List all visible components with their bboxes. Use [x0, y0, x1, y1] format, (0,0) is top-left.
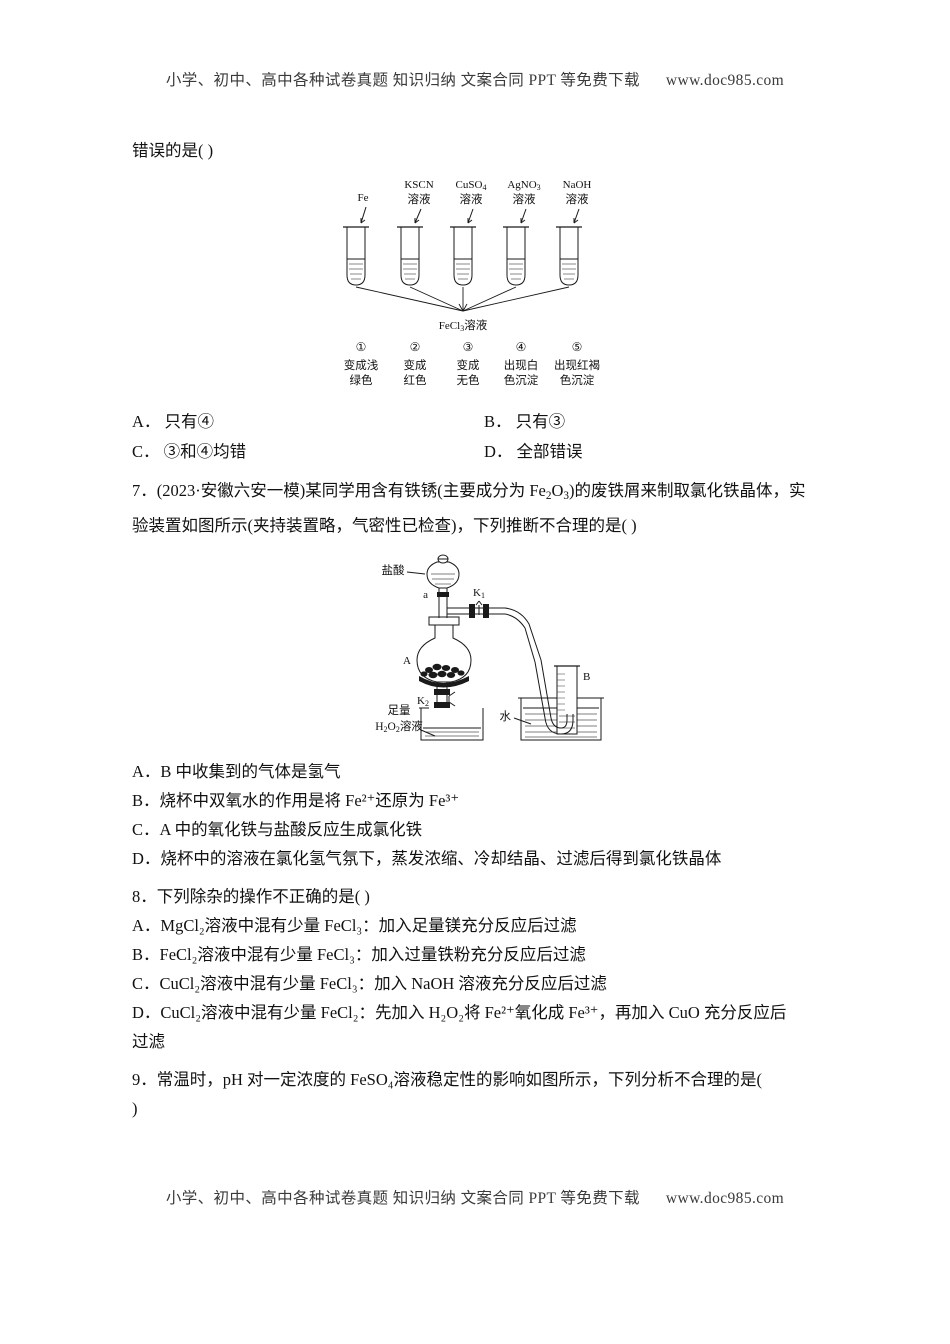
q6-option-c[interactable]: C． ③和④均错 — [132, 442, 247, 461]
footer-url: www.doc985.com — [665, 1190, 785, 1207]
result-text-5-line1: 出现红褐 — [554, 358, 600, 372]
test-tube — [503, 226, 529, 286]
tube-label-4-line1: AgNO3 — [507, 179, 540, 192]
flask-a-label: A — [403, 655, 411, 667]
k2-label: K2 — [417, 695, 429, 708]
result-text-5-line2: 色沉淀 — [560, 373, 595, 387]
q6-figure-test-tubes: Fe KSCN 溶液 CuSO4 溶液 AgNO3 溶液 NaOH 溶液 — [325, 171, 625, 401]
result-text-1-line2: 绿色 — [350, 373, 373, 387]
tube-label-3-line2: 溶液 — [460, 192, 483, 206]
tube-label-2-line2: 溶液 — [408, 192, 431, 206]
q6-stem-tail: 错误的是( ) — [132, 141, 214, 160]
converging-lines — [355, 286, 570, 312]
q9-stem-line1: 9．常温时，pH 对一定浓度的 FeSO₄溶液稳定性的影响如图所示，下列分析不合… — [132, 1070, 763, 1090]
tube-label-5-line1: NaOH — [563, 179, 592, 191]
center-solution-label: FeCl3溶液 — [439, 318, 488, 333]
flask-a: A — [403, 624, 472, 688]
q7-stem: 7．(2023·安徽六安一模)某同学用含有铁锈(主要成分为 Fe2O3)的废铁屑… — [132, 481, 806, 536]
q6-option-b[interactable]: B． 只有③ — [484, 412, 566, 431]
q7-option-d[interactable]: D．烧杯中的溶液在氯化氢气氛下，蒸发浓缩、冷却结晶、过滤后得到氯化铁晶体 — [132, 849, 722, 869]
result-text-3-line2: 无色 — [457, 373, 480, 387]
q9-stem-line2: ) — [132, 1099, 138, 1119]
tube-labels: Fe KSCN 溶液 CuSO4 溶液 AgNO3 溶液 NaOH 溶液 — [358, 179, 592, 206]
q7-option-c[interactable]: C．A 中的氧化铁与盐酸反应生成氯化铁 — [132, 820, 423, 840]
tube-label-3-line1: CuSO4 — [456, 179, 487, 192]
result-numbers: ① ② ③ ④ ⑤ — [356, 340, 583, 354]
page-header-watermark: 小学、初中、高中各种试卷真题 知识归纳 文案合同 PPT 等免费下载 www.do… — [132, 68, 818, 90]
result-text-3-line1: 变成 — [457, 358, 480, 372]
result-number-1: ① — [356, 340, 367, 354]
q7-option-a[interactable]: A．B 中收集到的气体是氢气 — [132, 762, 341, 782]
header-url: www.doc985.com — [665, 72, 785, 89]
result-texts: 变成浅 绿色 变成 红色 变成 无色 出现白 色沉淀 出现红褐 色沉淀 — [344, 358, 600, 387]
tube-label-5-line2: 溶液 — [566, 192, 589, 206]
result-number-3: ③ — [463, 340, 474, 354]
k1-label: K1 — [473, 587, 485, 600]
test-tube — [397, 226, 423, 286]
excess-label: 足量 — [388, 704, 411, 717]
q8-stem: 8．下列除杂的操作不正确的是( ) — [132, 887, 370, 907]
q7-option-b[interactable]: B．烧杯中双氧水的作用是将 Fe²⁺还原为 Fe³⁺ — [132, 791, 460, 811]
q7-figure-apparatus: a 盐酸 K1 — [325, 548, 625, 748]
q8-option-d[interactable]: D．CuCl₂溶液中混有少量 FeCl₂：先加入 H₂O₂将 Fe²⁺氧化成 F… — [132, 1003, 787, 1023]
rubber-stopper — [428, 616, 460, 626]
q6-option-a[interactable]: A． 只有④ — [132, 412, 215, 431]
q8-option-a[interactable]: A．MgCl₂溶液中混有少量 FeCl₃：加入足量镁充分反应后过滤 — [132, 916, 577, 936]
gas-collection-cylinder-b: B — [554, 665, 590, 735]
cylinder-b-label: B — [583, 671, 590, 683]
footer-text: 小学、初中、高中各种试卷真题 知识归纳 文案合同 PPT 等免费下载 — [165, 1190, 640, 1207]
test-tubes — [343, 226, 582, 286]
result-number-5: ⑤ — [572, 340, 583, 354]
header-text: 小学、初中、高中各种试卷真题 知识归纳 文案合同 PPT 等免费下载 — [165, 72, 640, 89]
q6-option-row-cd: C． ③和④均错 D． 全部错误 — [132, 437, 818, 467]
h2o2-label: H2O2溶液 — [375, 719, 423, 734]
test-tube-diagram-svg: Fe KSCN 溶液 CuSO4 溶液 AgNO3 溶液 NaOH 溶液 — [343, 179, 600, 387]
acid-label: 盐酸 — [382, 563, 405, 577]
q8-option-c[interactable]: C．CuCl₂溶液中混有少量 FeCl₃：加入 NaOH 溶液充分反应后过滤 — [132, 974, 607, 994]
result-text-4-line2: 色沉淀 — [504, 373, 539, 387]
water-label: 水 — [500, 710, 512, 723]
apparatus-diagram-svg: a 盐酸 K1 — [375, 554, 604, 741]
k1-valve-assembly: K1 — [447, 587, 542, 663]
result-number-2: ② — [410, 340, 421, 354]
q8-option-d-cont: 过滤 — [132, 1032, 165, 1052]
q6-option-row-ab: A． 只有④ B． 只有③ — [132, 407, 818, 437]
result-text-2-line2: 红色 — [404, 373, 427, 387]
page-footer-watermark: 小学、初中、高中各种试卷真题 知识归纳 文案合同 PPT 等免费下载 www.do… — [132, 1186, 818, 1208]
q6-option-d[interactable]: D． 全部错误 — [484, 442, 583, 461]
q8-option-b[interactable]: B．FeCl₂溶液中混有少量 FeCl₃：加入过量铁粉充分反应后过滤 — [132, 945, 586, 965]
label-arrows — [360, 206, 580, 224]
result-text-2-line1: 变成 — [404, 358, 427, 372]
stopcock-a-label: a — [423, 589, 428, 601]
beaker-h2o2 — [419, 707, 484, 741]
test-tube — [556, 226, 582, 286]
solid-granules — [419, 663, 469, 688]
dropping-funnel: a — [423, 554, 460, 619]
tube-label-4-line2: 溶液 — [513, 192, 536, 206]
document-body: 错误的是( ) Fe KSCN 溶液 CuSO4 溶液 AgNO3 溶液 NaO… — [132, 136, 818, 1123]
result-text-1-line1: 变成浅 — [344, 358, 379, 372]
test-tube — [343, 226, 369, 286]
tube-label-1-line1: Fe — [358, 192, 369, 204]
result-text-4-line1: 出现白 — [504, 358, 539, 372]
tube-label-2-line1: KSCN — [404, 179, 433, 191]
test-tube — [450, 226, 476, 286]
delivery-tube-end — [534, 660, 574, 735]
result-number-4: ④ — [516, 340, 527, 354]
